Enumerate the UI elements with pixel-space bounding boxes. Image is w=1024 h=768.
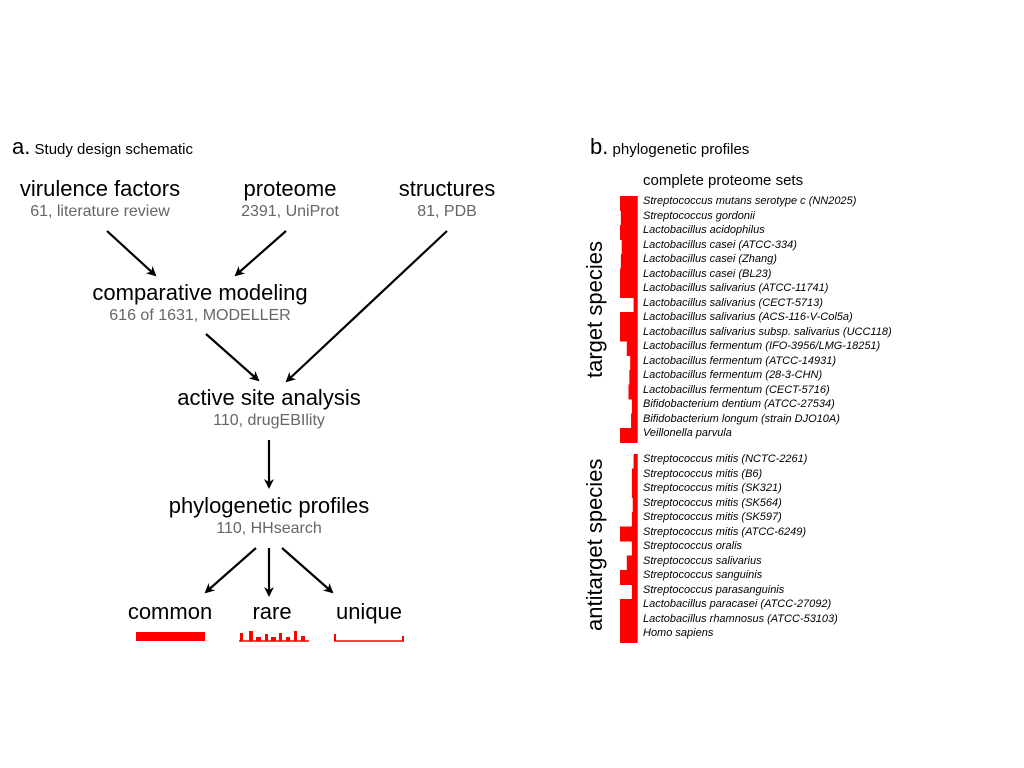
species-label: Lactobacillus fermentum (ATCC-14931) xyxy=(643,354,836,367)
species-label: Streptococcus mitis (SK321) xyxy=(643,482,782,494)
profile-common xyxy=(136,632,205,641)
node-sub: 81, PDB xyxy=(417,203,477,220)
leaf-unique: unique xyxy=(335,599,403,624)
profile-bar xyxy=(631,584,637,600)
species-label: Streptococcus mutans serotype c (NN2025) xyxy=(643,195,857,207)
profile-bar xyxy=(620,570,637,585)
profile-bar xyxy=(620,225,637,240)
species-label: Lactobacillus rhamnosus (ATCC-53103) xyxy=(643,612,838,625)
species-label: Lactobacillus salivarius (ACS-116-V-Col5… xyxy=(643,311,853,323)
species-label: Streptococcus oralis xyxy=(643,540,743,552)
species-label: Streptococcus gordonii xyxy=(643,209,755,222)
leaf-common: common xyxy=(127,599,213,624)
node-label: virulence factors xyxy=(19,176,181,201)
species-label: Lactobacillus acidophilus xyxy=(643,224,765,236)
profile-bar xyxy=(621,239,637,255)
profile-bar xyxy=(631,541,637,556)
species-label: Lactobacillus fermentum (CECT-5716) xyxy=(643,383,830,396)
node-sub: 110, drugEBIlity xyxy=(213,412,325,429)
species-label: Lactobacillus paracasei (ATCC-27092) xyxy=(643,598,832,610)
profile-bar xyxy=(626,555,637,571)
node-phylogenetic-profiles: phylogenetic profiles 110, HHsearch xyxy=(169,493,370,539)
profile-bar xyxy=(620,613,637,629)
species-label: Lactobacillus casei (ATCC-334) xyxy=(643,238,797,251)
arrow-phylo-to-common xyxy=(204,547,257,594)
panel-a-title: a. Study design schematic xyxy=(12,134,193,160)
species-label: Lactobacillus salivarius (CECT-5713) xyxy=(643,296,823,309)
species-label: Streptococcus mitis (NCTC-2261) xyxy=(643,453,808,465)
node-proteome: proteome 2391, UniProt xyxy=(241,176,339,222)
species-label: Streptococcus mitis (SK564) xyxy=(643,496,782,509)
species-label: Lactobacillus fermentum (28-3-CHN) xyxy=(643,369,823,381)
profile-bar xyxy=(620,526,637,542)
species-label: Lactobacillus casei (BL23) xyxy=(643,267,772,280)
profile-bar xyxy=(620,254,637,269)
profile-bar xyxy=(631,483,637,498)
node-active-site-analysis: active site analysis 110, drugEBIlity xyxy=(177,385,360,431)
species-label: Bifidobacterium longum (strain DJO10A) xyxy=(643,412,840,425)
node-comparative-modeling: comparative modeling 616 of 1631, MODELL… xyxy=(92,280,307,326)
panel-b-letter: b. xyxy=(590,134,609,159)
profile-bar xyxy=(620,326,637,342)
arrow-structures-to-active-site xyxy=(285,230,448,383)
profile-bar xyxy=(631,399,637,414)
species-label: Lactobacillus casei (Zhang) xyxy=(643,253,777,265)
profile-bar xyxy=(620,283,637,298)
species-label: Lactobacillus salivarius subsp. salivari… xyxy=(643,325,892,338)
profile-bar xyxy=(620,268,637,284)
profile-bar xyxy=(620,196,637,211)
leaf-rare: rare xyxy=(252,599,292,624)
node-label: comparative modeling xyxy=(92,280,308,305)
species-label: Streptococcus parasanguinis xyxy=(643,583,785,596)
node-virulence-factors: virulence factors 61, literature review xyxy=(20,176,180,222)
arrow-phylo-to-unique xyxy=(281,547,334,594)
node-sub: 110, HHsearch xyxy=(216,520,322,537)
profile-bar xyxy=(620,312,637,327)
node-sub: 2391, UniProt xyxy=(241,203,339,220)
species-label: Streptococcus mitis (ATCC-6249) xyxy=(643,525,807,538)
node-label: phylogenetic profiles xyxy=(168,493,370,518)
profile-bar xyxy=(620,628,637,643)
node-label: structures xyxy=(398,176,496,201)
profile-bar xyxy=(629,370,637,385)
profile-bar xyxy=(630,355,637,371)
panel-b-title: b. phylogenetic profiles xyxy=(590,134,749,160)
profile-bar xyxy=(631,413,637,429)
node-label: active site analysis xyxy=(177,385,361,410)
arrow-virulence-to-modeling xyxy=(106,230,157,277)
species-label: Lactobacillus salivarius (ATCC-11741) xyxy=(643,282,829,294)
profile-bar xyxy=(626,341,637,356)
species-label: Lactobacillus fermentum (IFO-3956/LMG-18… xyxy=(643,340,881,352)
species-label: Streptococcus mitis (SK597) xyxy=(643,511,782,523)
profile-bar xyxy=(628,384,637,400)
panel-a-title-text: Study design schematic xyxy=(34,141,193,158)
profile-bar xyxy=(633,297,637,313)
profile-bar xyxy=(620,599,637,614)
profile-rare xyxy=(239,631,309,642)
column-header: complete proteome sets xyxy=(643,172,804,189)
profile-unique xyxy=(334,634,404,642)
arrow-proteome-to-modeling xyxy=(234,230,287,277)
species-label: Veillonella parvula xyxy=(643,427,732,439)
panel-a-letter: a. xyxy=(12,134,31,159)
profile-bar xyxy=(631,468,637,484)
profile-bar xyxy=(620,428,637,443)
panel-b-title-text: phylogenetic profiles xyxy=(612,141,750,158)
node-sub: 616 of 1631, MODELLER xyxy=(109,307,291,324)
node-label: proteome xyxy=(243,176,337,201)
node-sub: 61, literature review xyxy=(30,203,170,220)
profile-bar xyxy=(633,454,637,469)
species-label: Streptococcus sanguinis xyxy=(643,569,763,581)
profile-bar xyxy=(632,497,637,513)
profile-bar xyxy=(631,512,637,527)
profile-bar xyxy=(620,210,637,226)
species-label: Streptococcus mitis (B6) xyxy=(643,467,763,480)
species-label: Streptococcus salivarius xyxy=(643,554,762,567)
node-structures: structures 81, PDB xyxy=(399,176,496,222)
species-label: Bifidobacterium dentium (ATCC-27534) xyxy=(643,398,835,410)
arrow-modeling-to-active-site xyxy=(205,333,260,382)
species-label: Homo sapiens xyxy=(643,627,714,639)
